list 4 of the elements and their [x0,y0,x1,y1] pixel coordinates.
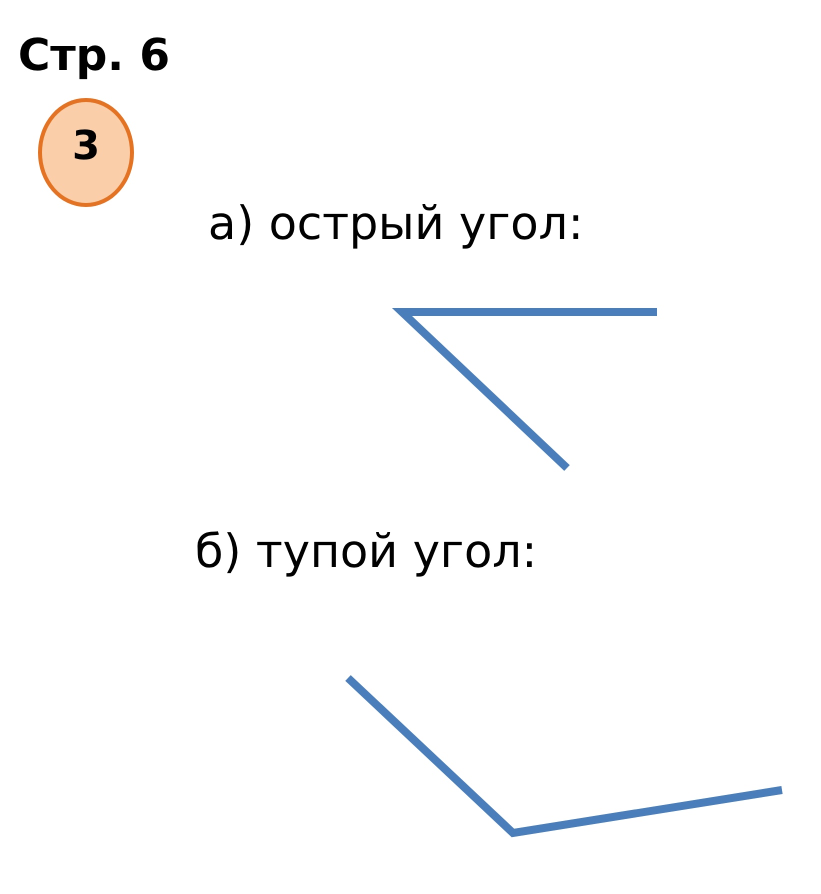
task-label: б) тупой угол: [195,524,538,578]
number-circle: 3 [38,98,134,207]
task-label: а) острый угол: [208,196,584,250]
page-title: Стр. 6 [18,30,170,81]
